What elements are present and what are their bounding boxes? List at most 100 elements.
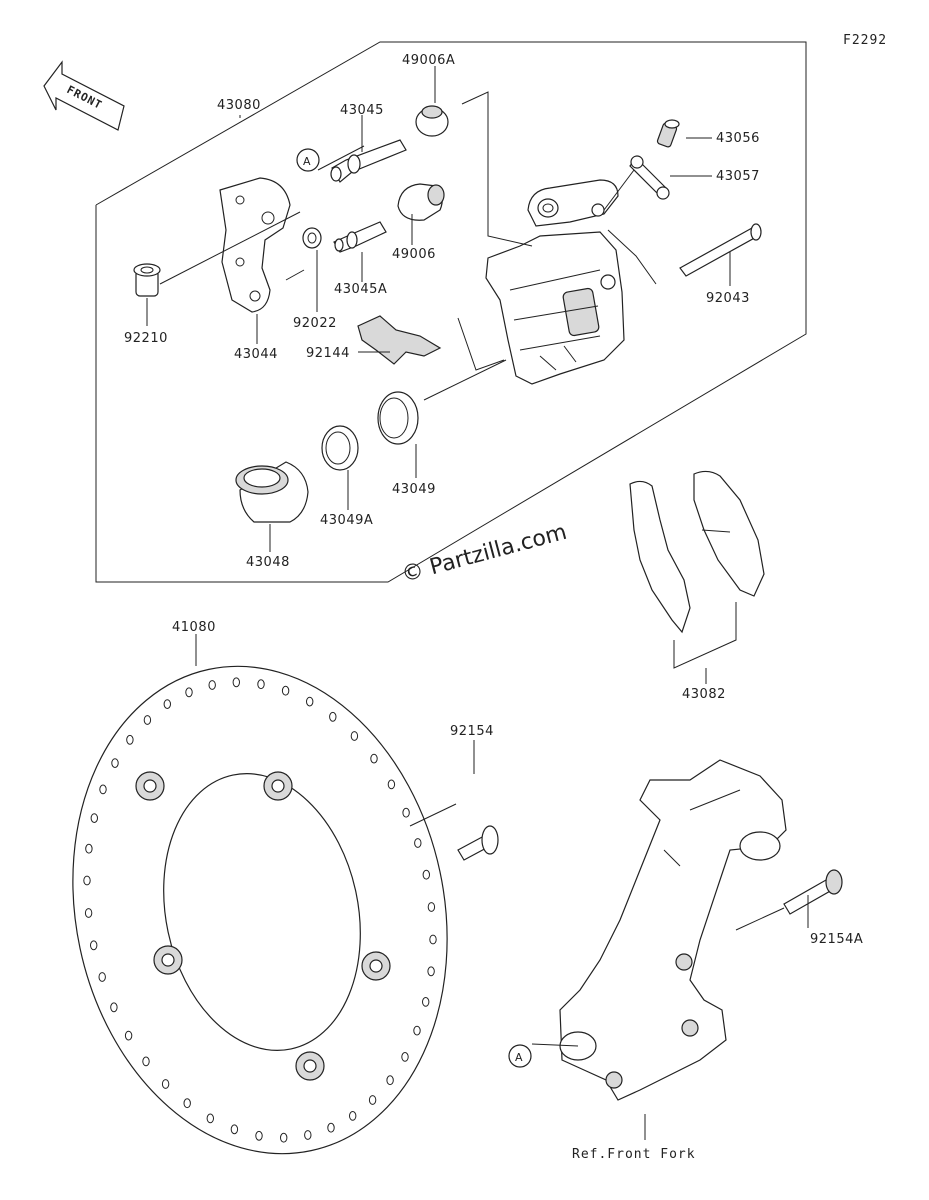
disc-vent-hole xyxy=(143,715,152,725)
disc-vent-hole xyxy=(414,838,422,848)
disc-rivet-2 xyxy=(263,771,293,801)
disc-vent-hole xyxy=(124,1030,133,1041)
part-label-41080: 41080 xyxy=(172,620,216,635)
boot-49006A xyxy=(415,105,449,137)
brake-disc-41080 xyxy=(72,665,448,1155)
disc-vent-hole xyxy=(387,779,396,790)
part-label-43057: 43057 xyxy=(716,169,760,184)
pin-92043 xyxy=(679,223,762,277)
piston-43048 xyxy=(235,461,309,523)
front-arrow-icon: FRONT xyxy=(43,60,125,131)
part-label-92144: 92144 xyxy=(306,346,350,361)
disc-vent-hole xyxy=(255,1130,263,1141)
part-label-92154: 92154 xyxy=(450,724,494,739)
brake-pads-43082 xyxy=(629,470,765,634)
part-label-43044: 43044 xyxy=(234,347,278,362)
disc-vent-hole xyxy=(413,1025,421,1036)
disc-vent-hole xyxy=(329,711,337,722)
disc-vent-hole xyxy=(142,1056,150,1067)
spring-92144 xyxy=(357,315,442,365)
disc-vent-hole xyxy=(349,1111,357,1121)
disc-vent-hole xyxy=(99,784,107,795)
bolt-92154A xyxy=(783,869,843,915)
disc-vent-hole xyxy=(370,753,378,764)
disc-rivet-5 xyxy=(295,1051,325,1081)
disc-vent-hole xyxy=(206,1113,215,1124)
pin-43045 xyxy=(330,139,407,183)
figure-code: F2292 xyxy=(843,33,887,48)
part-label-43080: 43080 xyxy=(217,98,261,113)
caliper-assembly-outline xyxy=(95,41,807,583)
disc-vent-hole xyxy=(306,696,314,707)
bleeder-43056 xyxy=(656,119,680,148)
disc-vent-hole xyxy=(281,685,290,696)
disc-rivet-3 xyxy=(153,945,183,975)
disc-vent-hole xyxy=(422,869,430,880)
watermark: © Partzilla.com xyxy=(399,520,569,588)
disc-vent-hole xyxy=(422,997,430,1007)
disc-vent-hole xyxy=(230,1124,239,1135)
part-label-43045A: 43045A xyxy=(334,282,387,297)
disc-vent-hole xyxy=(232,677,241,688)
disc-vent-hole xyxy=(111,758,119,768)
disc-vent-hole xyxy=(110,1002,118,1013)
disc-vent-hole xyxy=(427,902,436,912)
disc-vent-hole xyxy=(280,1132,288,1143)
disc-vent-hole xyxy=(368,1095,377,1105)
part-label-49006: 49006 xyxy=(392,247,436,262)
part-label-49006A: 49006A xyxy=(402,53,455,68)
disc-vent-hole xyxy=(90,813,99,823)
disc-vent-hole xyxy=(386,1075,394,1086)
part-label-92022: 92022 xyxy=(293,316,337,331)
disc-vent-hole xyxy=(350,731,359,741)
disc-vent-hole xyxy=(161,1079,170,1089)
disc-vent-hole xyxy=(429,934,437,945)
disc-vent-hole xyxy=(183,1098,191,1109)
part-label-43048: 43048 xyxy=(246,555,290,570)
disc-vent-hole xyxy=(90,940,98,951)
reference-marker-top-label: A xyxy=(303,155,311,168)
pin-43045A xyxy=(333,221,387,253)
caliper-body xyxy=(485,179,625,385)
boot-49006 xyxy=(397,183,445,221)
disc-vent-hole xyxy=(85,843,93,854)
disc-vent-hole xyxy=(257,679,265,690)
part-label-43049A: 43049A xyxy=(320,513,373,528)
disc-vent-hole xyxy=(185,687,193,698)
disc-vent-hole xyxy=(163,699,172,709)
disc-vent-hole xyxy=(208,680,216,690)
part-label-43056: 43056 xyxy=(716,131,760,146)
washer-92022 xyxy=(302,227,322,249)
disc-vent-hole xyxy=(98,972,106,982)
reference-marker-bottom: A xyxy=(508,1044,532,1068)
disc-vent-hole xyxy=(401,1052,409,1062)
disc-vent-hole xyxy=(83,875,91,886)
disc-vent-hole xyxy=(402,807,410,818)
disc-vent-hole xyxy=(126,734,134,745)
disc-vent-hole xyxy=(427,966,435,977)
reference-marker-top: A xyxy=(296,148,320,172)
disc-vent-holes xyxy=(83,677,437,1143)
disc-rivet-4 xyxy=(361,951,391,981)
seal-43049 xyxy=(377,391,419,445)
part-label-43045: 43045 xyxy=(340,103,384,118)
part-label-43082: 43082 xyxy=(682,687,726,702)
sleeve-92210 xyxy=(133,263,161,297)
part-label-92043: 92043 xyxy=(706,291,750,306)
leader-lines xyxy=(146,66,809,1140)
cap-43057 xyxy=(629,155,670,200)
part-label-92154A: 92154A xyxy=(810,932,863,947)
disc-vent-hole xyxy=(304,1130,312,1140)
bolt-92154 xyxy=(457,825,499,861)
part-label-92210: 92210 xyxy=(124,331,168,346)
reference-marker-bottom-label: A xyxy=(515,1051,523,1064)
caliper-bracket-43044 xyxy=(219,177,291,313)
seal-43049A xyxy=(321,425,359,471)
disc-vent-hole xyxy=(84,908,93,918)
disc-vent-hole xyxy=(327,1122,335,1133)
part-label-43049: 43049 xyxy=(392,482,436,497)
reference-note: Ref.Front Fork xyxy=(572,1147,696,1162)
front-fork xyxy=(559,759,787,1101)
disc-rivet-1 xyxy=(135,771,165,801)
